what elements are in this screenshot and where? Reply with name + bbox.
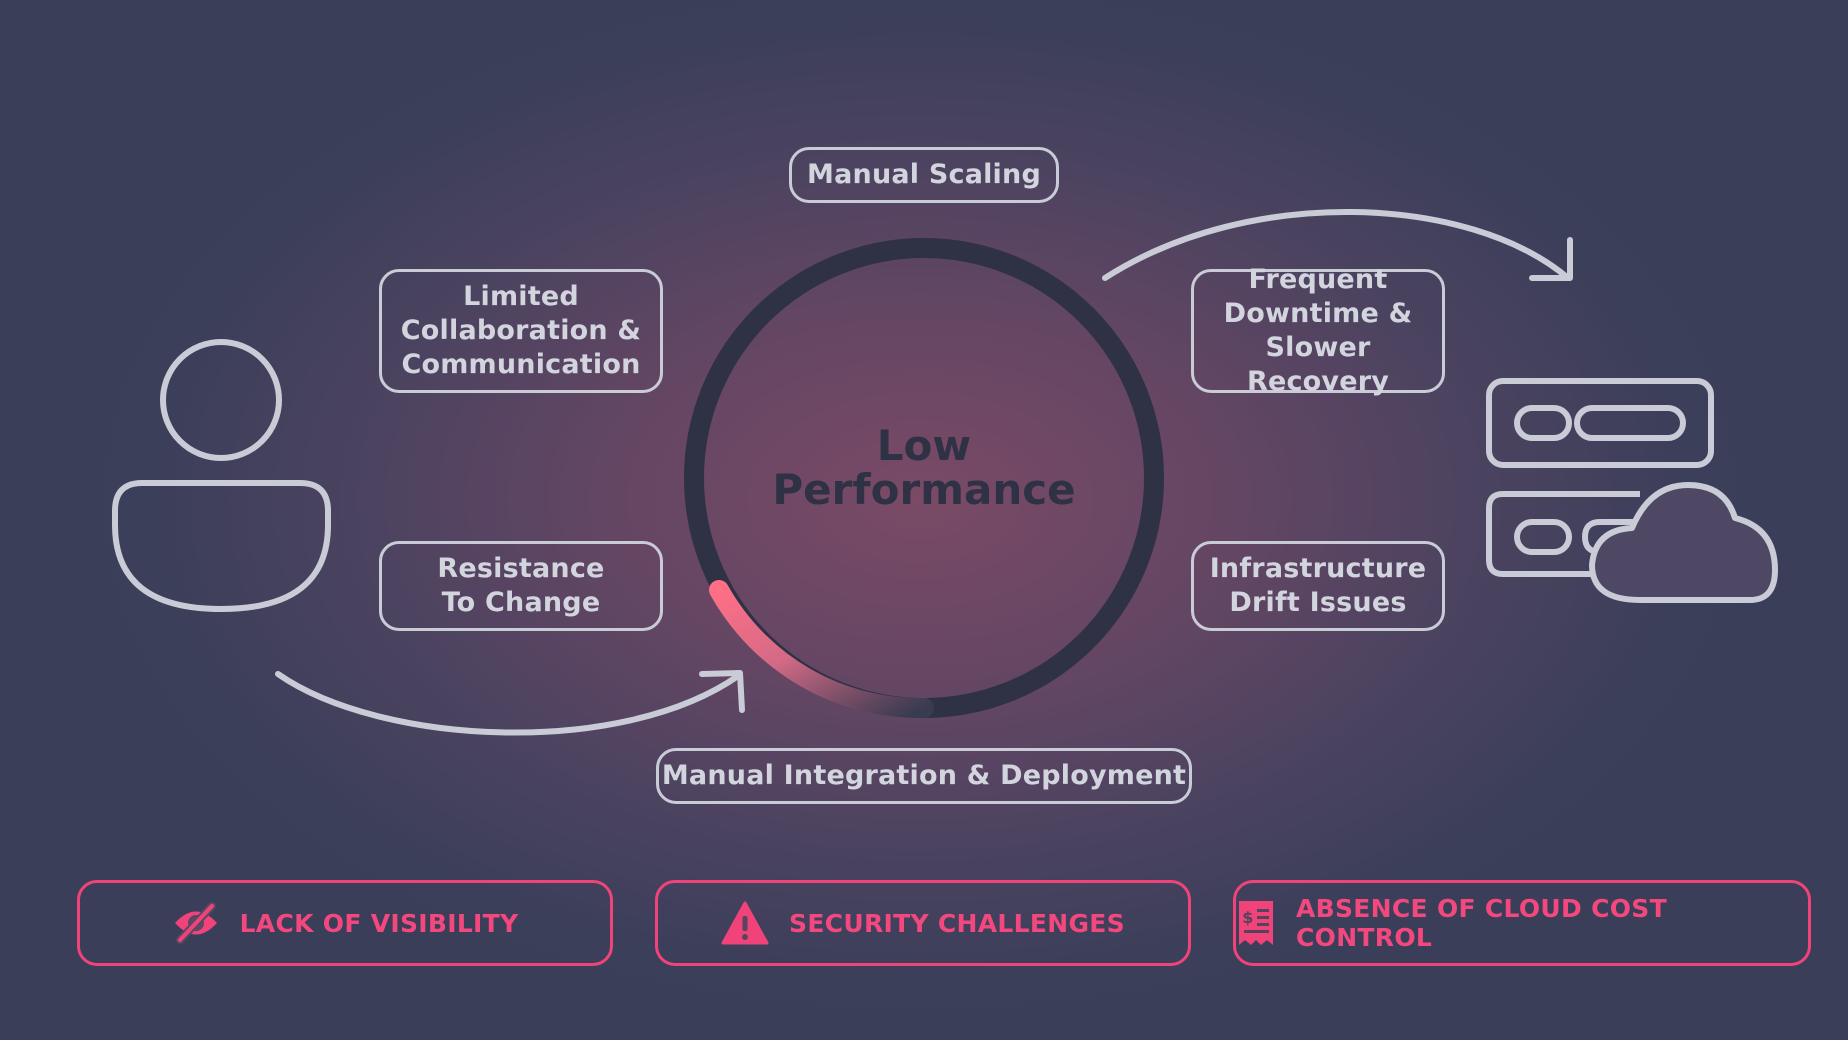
challenge-label: LACK OF VISIBILITY: [239, 908, 519, 938]
warning-icon: [721, 901, 769, 945]
arrow-left-icon: [275, 670, 745, 736]
challenge-label: SECURITY CHALLENGES: [789, 908, 1125, 938]
eye-slash-icon: [174, 902, 217, 944]
svg-text:$: $: [1242, 908, 1253, 927]
challenge-label: ABSENCE OF CLOUD COST CONTROL: [1296, 894, 1667, 952]
center-label: Low Performance: [772, 421, 1076, 514]
challenge-lack-of-visibility: LACK OF VISIBILITY: [77, 880, 613, 966]
arrow-right-icon: [1102, 208, 1573, 281]
server-cloud-icon: [1486, 378, 1778, 603]
challenge-security: SECURITY CHALLENGES: [655, 880, 1191, 966]
node-frequent-downtime: Frequent Downtime & Slower Recovery: [1191, 264, 1445, 397]
performance-ring: [684, 238, 1164, 719]
node-manual-scaling: Manual Scaling: [789, 147, 1059, 203]
node-resistance-to-change: Resistance To Change: [379, 541, 663, 631]
node-manual-integration: Manual Integration & Deployment: [656, 748, 1192, 804]
node-limited-collaboration: Limited Collaboration & Communication: [379, 269, 663, 393]
user-icon: [112, 339, 331, 613]
node-infrastructure-drift: Infrastructure Drift Issues: [1191, 541, 1445, 631]
challenge-cloud-cost: $ ABSENCE OF CLOUD COST CONTROL: [1233, 880, 1811, 966]
cost-receipt-icon: $: [1239, 901, 1273, 945]
